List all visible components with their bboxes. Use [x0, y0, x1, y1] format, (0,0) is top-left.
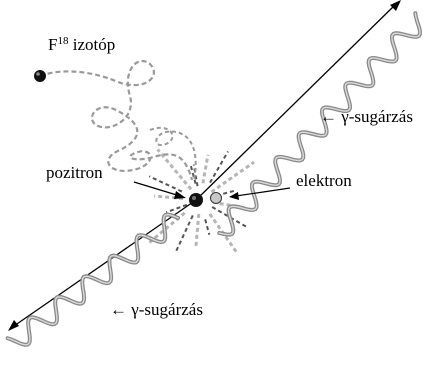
positron-pointer	[134, 182, 180, 196]
burst-ray	[203, 155, 208, 184]
positron-label: pozitron	[46, 164, 103, 181]
burst-ray	[176, 215, 192, 250]
burst-ray	[196, 214, 199, 246]
gamma-label-lower: ← γ-sugárzás	[110, 301, 203, 318]
positron-particle	[189, 193, 203, 207]
gamma-wave-lower	[8, 215, 178, 345]
gamma-label-upper: ← γ-sugárzás	[320, 108, 413, 125]
burst-ray	[149, 176, 182, 191]
isotope-particle	[34, 70, 46, 82]
burst-ray	[205, 219, 209, 234]
isotope-label: F18 izotóp	[48, 36, 115, 53]
burst-ray	[211, 162, 254, 192]
electron-pointer	[236, 188, 290, 196]
electron-particle	[211, 193, 222, 204]
gamma-arrowhead-lower	[8, 320, 19, 331]
gamma-arrowhead-upper	[390, 0, 401, 11]
electron-label: elektron	[296, 172, 352, 189]
